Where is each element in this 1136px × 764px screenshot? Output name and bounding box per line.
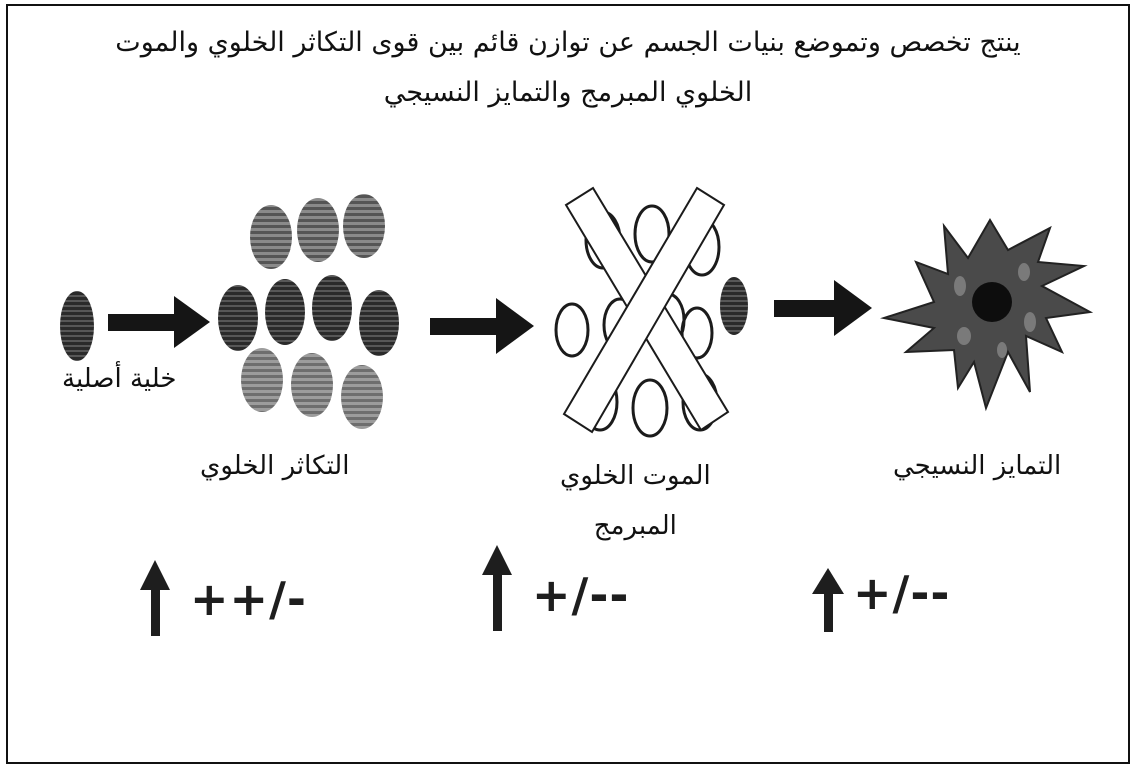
up-arrow-icon-apoptosis <box>482 545 512 631</box>
label-apoptosis-line-1: الموت الخلوي <box>560 461 711 491</box>
label-differentiation: التمايز النسيجي <box>893 451 1062 481</box>
label-apoptosis-line-2: المبرمج <box>593 511 677 541</box>
proliferating-cells <box>218 194 399 429</box>
balance-symbol-proliferation: ++/- <box>190 572 307 626</box>
title-line-1: ينتج تخصص وتموضع بنيات الجسم عن توازن قا… <box>115 27 1021 58</box>
stem-cell <box>60 291 94 361</box>
up-arrow-icon-proliferation <box>140 560 170 636</box>
label-proliferation: التكاثر الخلوي <box>200 451 350 481</box>
differentiated-cell <box>880 218 1094 412</box>
label-apoptosis: الموت الخلوي المبرمج <box>560 451 711 551</box>
balance-symbol-apoptosis: +/-- <box>532 568 630 622</box>
diagram-art <box>60 186 1094 636</box>
up-arrow-icon-differentiation <box>812 568 844 632</box>
diagram-title: ينتج تخصص وتموضع بنيات الجسم عن توازن قا… <box>40 18 1096 118</box>
balance-symbol-differentiation: +/-- <box>853 566 951 620</box>
diagram-frame <box>6 4 1130 764</box>
arrow-proliferation-to-apoptosis <box>430 298 534 354</box>
arrow-apoptosis-to-differentiation <box>774 280 872 336</box>
surviving-cell <box>720 277 748 335</box>
cross-out-x-icon <box>562 186 730 434</box>
label-stem-cell: خلية أصلية <box>62 364 177 394</box>
arrow-stem-to-proliferation <box>108 296 210 348</box>
title-line-2: الخلوي المبرمج والتمايز النسيجي <box>383 77 753 108</box>
